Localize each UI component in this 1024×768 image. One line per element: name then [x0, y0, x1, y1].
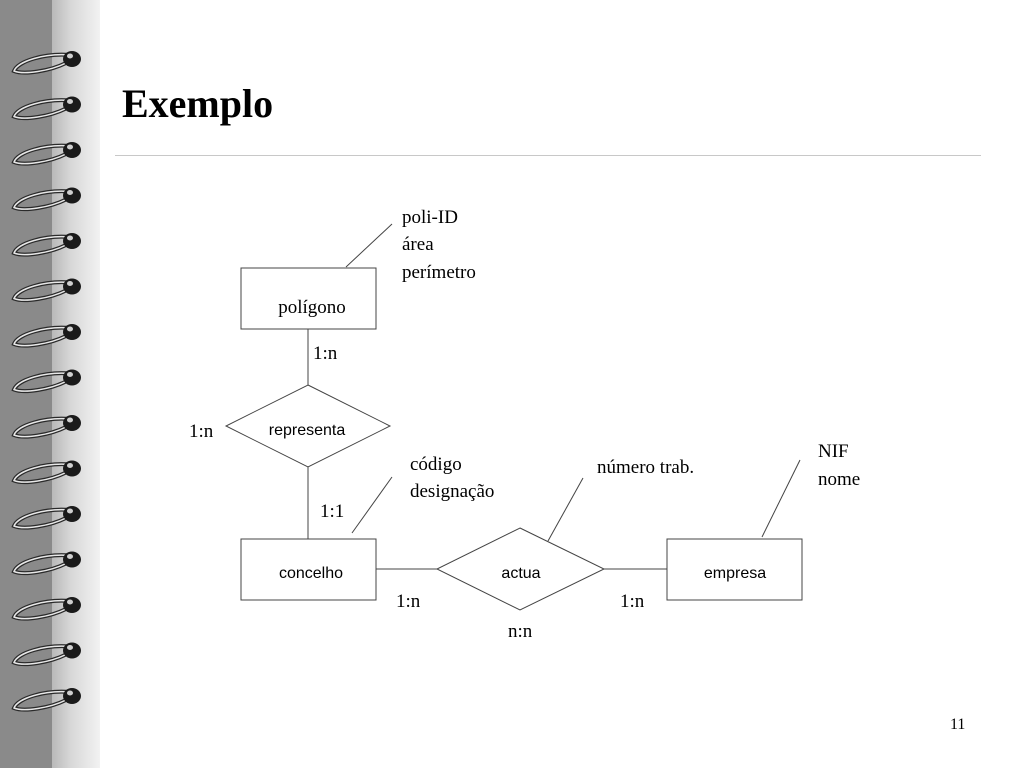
- entity-concelho-label: concelho: [279, 565, 343, 582]
- spiral-ring-icon: [11, 233, 81, 257]
- attribute-link-concelho: [351, 476, 393, 534]
- attribute-empresa-0: NIF: [818, 441, 849, 462]
- relationship-representa-label: representa: [269, 422, 346, 439]
- entity-poligono-label: polígono: [278, 297, 346, 318]
- attribute-concelho-0: código: [410, 454, 462, 475]
- entity-empresa-label: empresa: [704, 565, 766, 582]
- spiral-ring-icon: [11, 51, 81, 75]
- spiral-ring-icon: [11, 369, 81, 394]
- spiral-ring-icon: [11, 506, 81, 530]
- spiral-ring-icon: [11, 688, 81, 712]
- relationship-actua-label: actua: [501, 565, 540, 582]
- cardinality-actua-empresa: 1:n: [620, 591, 645, 612]
- page-number: 11: [950, 716, 966, 733]
- attribute-concelho-1: designação: [410, 481, 494, 502]
- attribute-link-empresa: [761, 459, 801, 538]
- spiral-ring-icon: [11, 142, 81, 166]
- title-divider: [115, 155, 981, 156]
- spiral-ring-icon: [11, 278, 81, 303]
- spiral-ring-icon: [11, 415, 81, 439]
- relationship-actua: [435, 527, 606, 611]
- spiral-ring-icon: [11, 51, 81, 712]
- entity-empresa: [666, 538, 803, 601]
- cardinality-poligono-representa: 1:n: [313, 343, 338, 364]
- attribute-poligono-2: perímetro: [402, 262, 476, 283]
- spiral-ring-icon: [11, 460, 81, 485]
- entity-poligono: [240, 267, 377, 330]
- spiral-ring-icon: [11, 96, 81, 121]
- spiral-ring-icon: [11, 642, 81, 667]
- entity-concelho: [240, 538, 377, 601]
- cardinality-representa-concelho: 1:1: [320, 501, 344, 522]
- spiral-ring-icon: [11, 187, 81, 212]
- spiral-ring-icon: [11, 597, 81, 621]
- attribute-link-poligono: [345, 223, 393, 268]
- attribute-empresa-1: nome: [818, 469, 860, 490]
- attribute-poligono-1: área: [402, 234, 434, 255]
- attribute-poligono-0: poli-ID: [402, 207, 458, 228]
- spiral-ring-icon: [11, 324, 81, 348]
- attribute-link-actua: [547, 477, 584, 542]
- cardinality-actua-total: n:n: [508, 621, 533, 642]
- spiral-ring-icon: [11, 551, 81, 576]
- cardinality-concelho-actua: 1:n: [396, 591, 421, 612]
- relationship-representa: [224, 384, 392, 468]
- attribute-actua-0: número trab.: [597, 457, 694, 478]
- cardinality-representa-side: 1:n: [189, 421, 214, 442]
- slide-title: Exemplo: [122, 81, 274, 126]
